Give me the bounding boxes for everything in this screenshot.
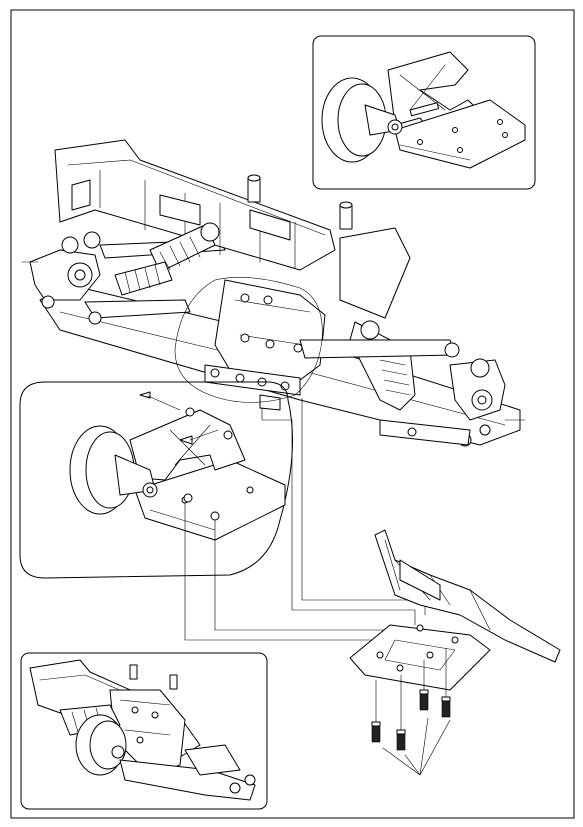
left-shocks: [114, 222, 220, 296]
inset-frame-middle: [19, 381, 293, 579]
inset-left-middle: [19, 381, 293, 579]
chassis-callout-outline: [174, 277, 323, 403]
body-posts: [247, 174, 353, 230]
rear-wing: [54, 139, 411, 319]
inset-bottom-left: [20, 652, 268, 810]
inset-frame-top: [312, 35, 536, 190]
page-border: [10, 9, 575, 819]
inset-top-right: [312, 35, 536, 190]
inset-frame-bottom: [20, 652, 268, 810]
main-chassis-view: [21, 139, 526, 447]
screws: [371, 647, 451, 751]
right-hub-assembly: [379, 358, 526, 447]
center-bulkhead: [204, 279, 326, 411]
skid-plate-assembly: [349, 529, 561, 776]
right-shocks: [299, 320, 460, 411]
